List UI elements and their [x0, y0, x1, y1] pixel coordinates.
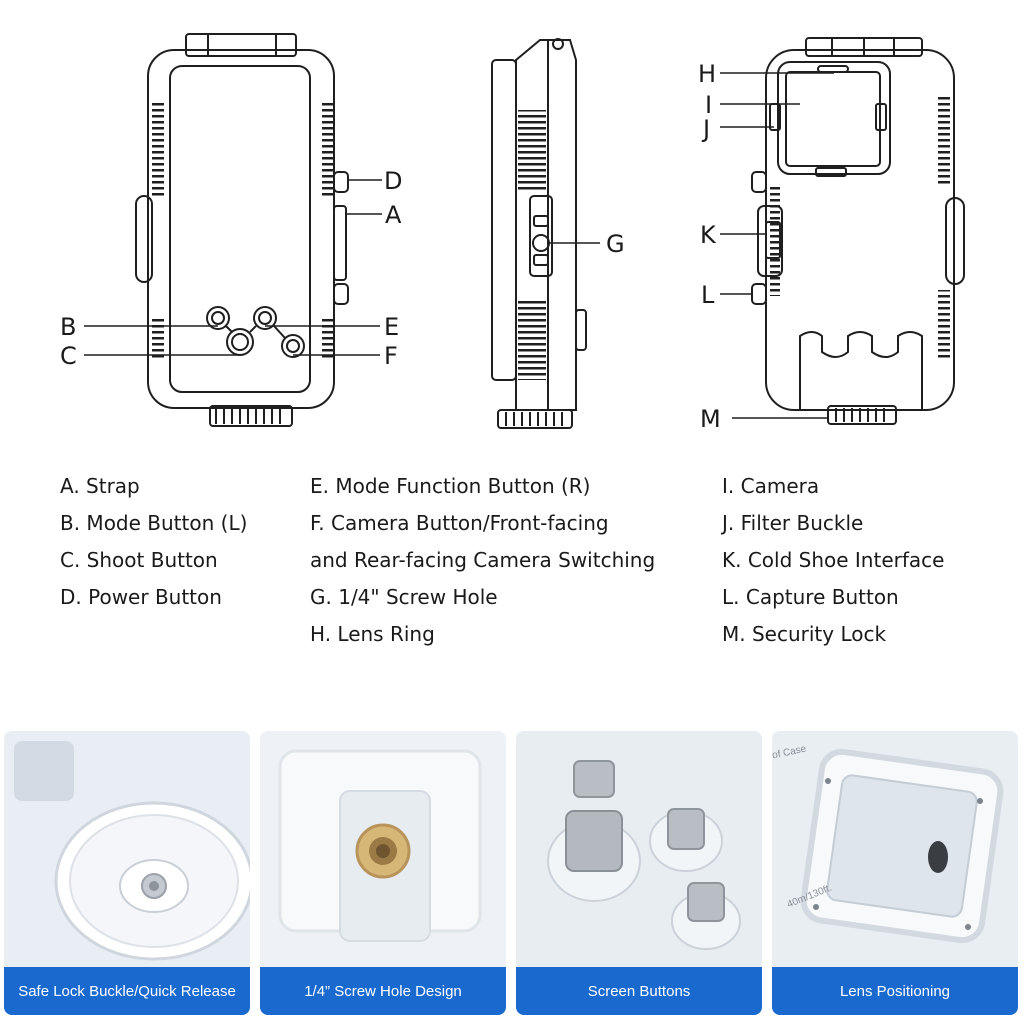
legend-item: C. Shoot Button: [60, 548, 218, 572]
safe-lock-knob-illustration: [4, 731, 250, 967]
back-view: [751, 37, 965, 425]
photo-panel-screen-buttons: Screen Buttons: [516, 731, 762, 1015]
legend-item: F. Camera Button/Front-facing: [310, 511, 609, 535]
legend-item: M. Security Lock: [722, 622, 887, 646]
leader-lines: [84, 72, 834, 419]
panel-caption: Screen Buttons: [516, 967, 762, 1015]
legend-column-2: E. Mode Function Button (R) F. Camera Bu…: [310, 472, 655, 657]
callout-i: I: [705, 91, 713, 119]
legend-item: D. Power Button: [60, 585, 222, 609]
side-view: [491, 38, 587, 429]
callout-j: J: [703, 115, 711, 143]
panel-caption: 1/4” Screw Hole Design: [260, 967, 506, 1015]
callout-f: F: [384, 342, 398, 370]
callout-e: E: [384, 313, 400, 341]
callout-b: B: [60, 313, 77, 341]
photo-panel-screw-hole: 1/4” Screw Hole Design: [260, 731, 506, 1015]
front-view: [135, 33, 349, 427]
callout-a: A: [385, 201, 402, 229]
legend-item: G. 1/4" Screw Hole: [310, 585, 498, 609]
screen-buttons-illustration: [516, 731, 762, 967]
legend-item: K. Cold Shoe Interface: [722, 548, 945, 572]
callout-d: D: [384, 167, 403, 195]
callout-l: L: [701, 281, 715, 309]
legend-item: and Rear-facing Camera Switching: [310, 548, 656, 572]
callout-h: H: [698, 60, 717, 88]
legend-item: A. Strap: [60, 474, 140, 498]
panel-caption: Safe Lock Buckle/Quick Release: [4, 967, 250, 1015]
legend-item: J. Filter Buckle: [722, 511, 864, 535]
case-diagram: [84, 33, 965, 429]
callout-m: M: [700, 405, 721, 433]
legend-column-1: A. Strap B. Mode Button (L) C. Shoot But…: [60, 472, 247, 620]
legend-item: B. Mode Button (L): [60, 511, 248, 535]
callout-g: G: [606, 230, 625, 258]
legend-item: L. Capture Button: [722, 585, 899, 609]
panel-caption: Lens Positioning: [772, 967, 1018, 1015]
photo-panel-safe-lock: Safe Lock Buckle/Quick Release: [4, 731, 250, 1015]
callout-k: K: [700, 221, 716, 249]
legend-item: E. Mode Function Button (R): [310, 474, 591, 498]
lens-frame-illustration: [772, 731, 1018, 967]
screw-hole-illustration: [260, 731, 506, 967]
photo-panel-lens-positioning: of Case 40m/130ft. Lens Positioning: [772, 731, 1018, 1015]
callout-c: C: [60, 342, 77, 370]
legend-column-3: I. Camera J. Filter Buckle K. Cold Shoe …: [722, 472, 944, 657]
legend-item: I. Camera: [722, 474, 820, 498]
legend-item: H. Lens Ring: [310, 622, 435, 646]
